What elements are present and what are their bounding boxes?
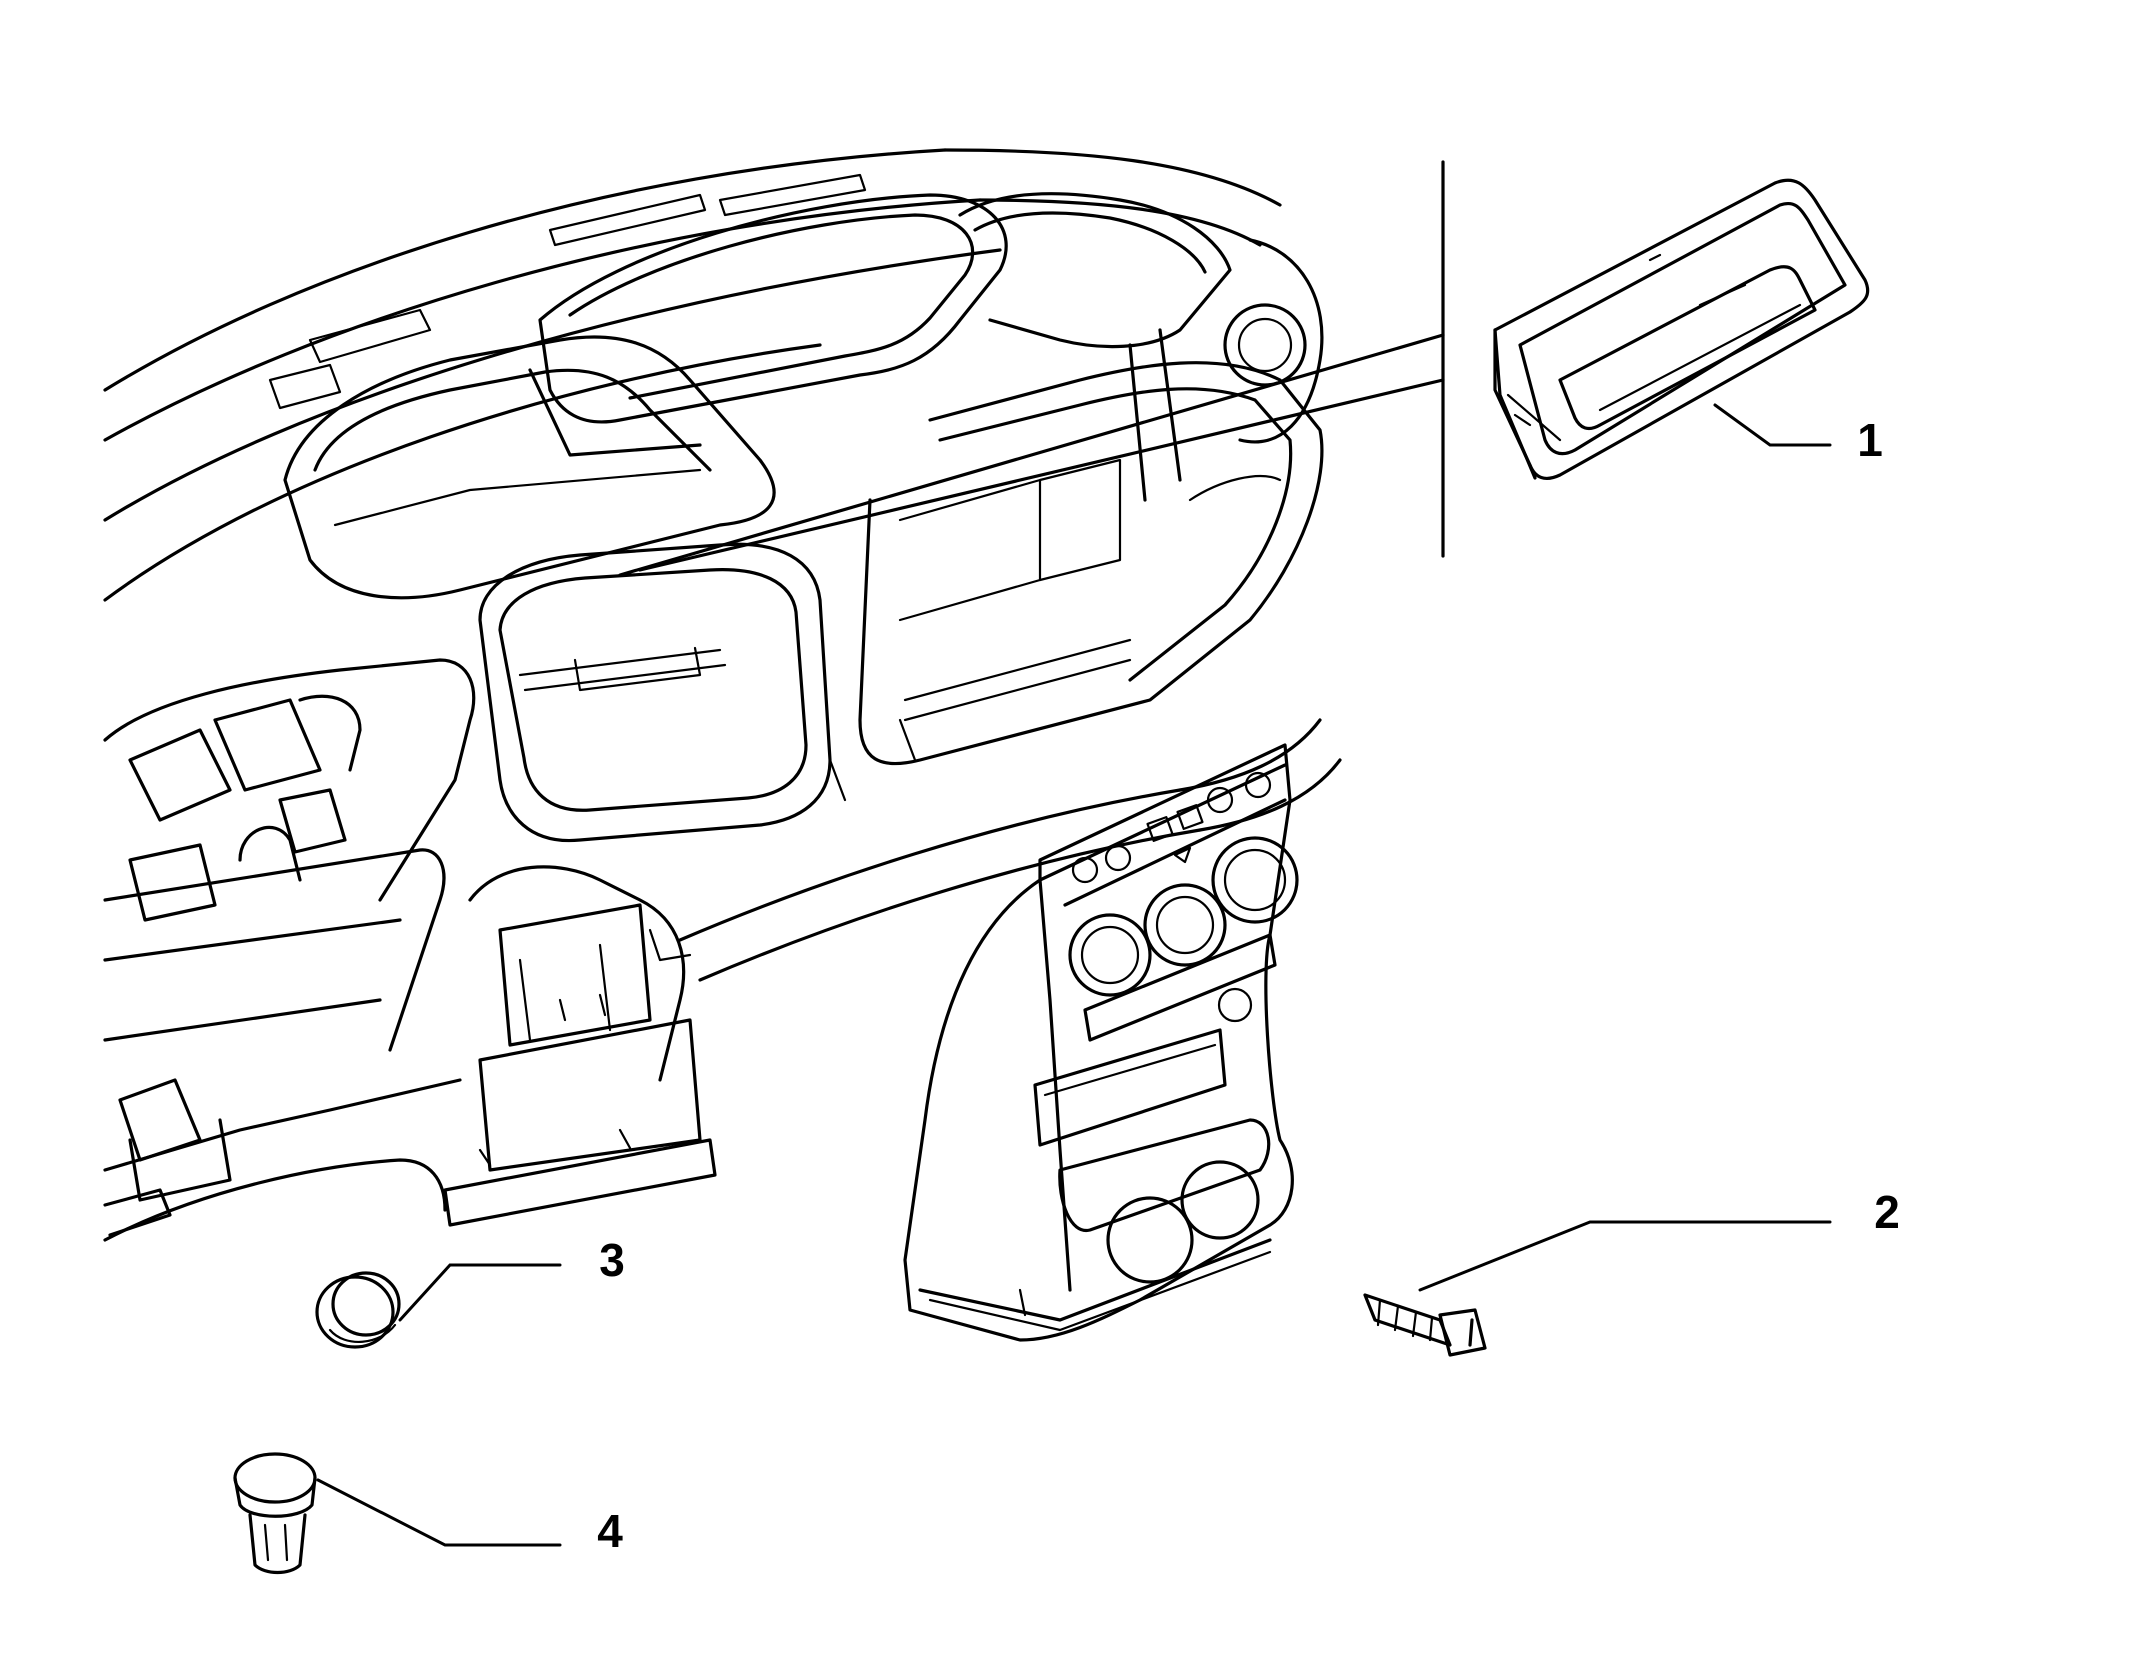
callout-4: 4 [597,1505,623,1557]
part-2-leader-line [1418,1220,1832,1292]
part-1-trim-bezel [1493,178,1870,480]
part-4-leader-line [316,1478,562,1547]
callout-3: 3 [599,1234,625,1286]
part-1-leader [618,160,1445,577]
hvac-knob-center [1143,883,1227,967]
dashboard-assembly [103,148,1342,1242]
callout-1: 1 [1857,414,1883,466]
hvac-knob-right [1211,836,1299,924]
part-2-screw [1363,1293,1487,1357]
center-console [903,743,1299,1342]
part-4-push-clip [233,1452,317,1575]
part-3-leader-line [398,1263,562,1322]
part-1-leader-line [1713,403,1832,447]
part-3-cap-plug [315,1271,401,1349]
hvac-knob-left [1068,913,1152,997]
callout-2: 2 [1874,1186,1900,1238]
